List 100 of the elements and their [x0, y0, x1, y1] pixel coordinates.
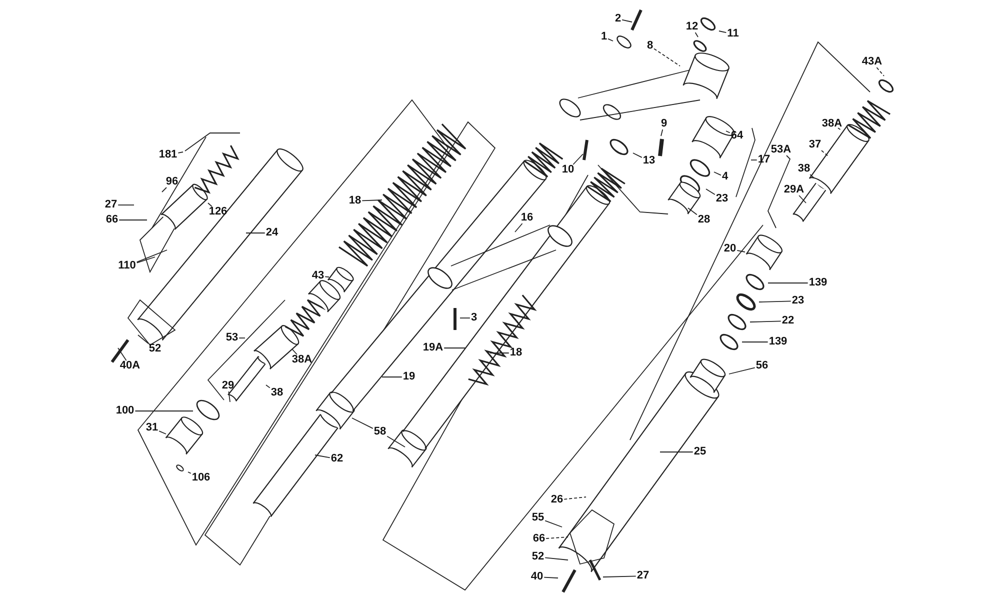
- callout-number: 29: [220, 380, 236, 392]
- leader-line: [544, 576, 558, 578]
- callout-number: 58: [372, 426, 388, 438]
- callout-number: 27: [636, 570, 650, 582]
- callout-number: 126: [208, 206, 228, 218]
- leader-line: [768, 282, 808, 284]
- leader-line: [546, 536, 568, 539]
- callout-number: 19: [402, 372, 416, 382]
- callout-number: 56: [754, 360, 770, 372]
- callout-number: 52: [148, 344, 162, 354]
- leader-line: [490, 352, 510, 354]
- callout-number: 38A: [290, 354, 314, 366]
- leader-line: [750, 320, 782, 322]
- leader-line: [386, 436, 406, 448]
- leader-line: [736, 250, 746, 252]
- leader-line: [714, 172, 722, 176]
- callout-number: 100: [114, 406, 136, 416]
- leader-line: [564, 496, 586, 500]
- callout-number: 1: [600, 32, 608, 42]
- leader-line: [292, 348, 298, 355]
- leader-line: [660, 129, 664, 136]
- callout-number: 4: [720, 172, 730, 182]
- leader-line: [726, 130, 730, 134]
- callout-number: 37: [808, 140, 822, 150]
- callout-number: 53: [224, 332, 240, 344]
- leader-line: [602, 576, 636, 578]
- callout-number: 19A: [422, 342, 444, 354]
- leader-line: [728, 367, 756, 374]
- callout-number: 40A: [118, 360, 142, 372]
- callout-number: 18: [508, 348, 524, 358]
- callout-number: 23: [790, 296, 806, 306]
- leader-line: [118, 204, 134, 206]
- leader-line: [136, 256, 156, 264]
- callout-number: 38A: [820, 118, 844, 130]
- callout-number: 181: [158, 150, 178, 160]
- leader-line: [314, 454, 330, 458]
- leader-line: [188, 472, 192, 474]
- callout-number: 28: [696, 214, 712, 226]
- leader-line: [654, 48, 680, 66]
- callout-number: 66: [104, 214, 120, 226]
- leader-line: [622, 19, 632, 22]
- leader-line: [246, 232, 266, 234]
- leader-line: [544, 520, 562, 528]
- leader-line: [178, 152, 184, 154]
- callout-number: 9: [660, 118, 668, 130]
- callout-number: 62: [330, 454, 344, 464]
- leader-line: [758, 300, 792, 302]
- callout-number: 25: [692, 446, 708, 458]
- callout-number: 106: [190, 472, 212, 484]
- callout-number: 3: [470, 312, 478, 324]
- leader-line: [694, 32, 698, 38]
- callout-number: 12: [684, 22, 700, 32]
- leader-line: [608, 38, 614, 42]
- leader-line: [266, 384, 270, 388]
- callout-number: 66: [532, 534, 546, 544]
- callout-number: 31: [144, 422, 160, 434]
- leader-line: [514, 223, 523, 232]
- callout-number: 23: [714, 194, 730, 204]
- callout-number: 96: [164, 176, 180, 188]
- leader-line: [324, 276, 330, 278]
- callout-number: 38: [270, 388, 284, 398]
- leader-line: [632, 152, 642, 158]
- leader-line: [572, 154, 584, 165]
- leader-line: [362, 200, 382, 202]
- callout-number: 10: [560, 164, 576, 176]
- callout-number: 16: [520, 212, 534, 224]
- callout-number: 27: [104, 200, 118, 210]
- callout-number: 43A: [860, 56, 884, 68]
- callout-number: 110: [117, 260, 137, 272]
- callout-number: 24: [264, 228, 280, 238]
- leader-line: [134, 410, 194, 412]
- leader-line: [821, 150, 828, 156]
- callout-number: 20: [722, 244, 738, 254]
- callout-number: 2: [614, 14, 622, 24]
- callout-number: 22: [780, 316, 796, 326]
- callout-number: 18: [348, 196, 362, 206]
- leader-line: [838, 128, 841, 130]
- callout-number: 29A: [782, 184, 806, 196]
- leader-line: [718, 30, 727, 33]
- callout-number: 26: [550, 494, 564, 506]
- leader-line: [810, 174, 814, 178]
- callout-number: 11: [726, 28, 740, 40]
- callout-number: 40: [530, 572, 544, 582]
- leader-line: [544, 557, 568, 560]
- callout-number: 13: [642, 156, 656, 166]
- leader-line: [706, 188, 716, 195]
- callout-number: 55: [530, 512, 546, 524]
- leader-line: [208, 202, 212, 207]
- leader-line: [118, 348, 127, 361]
- leader-line: [798, 195, 806, 204]
- leader-line: [876, 67, 884, 76]
- leader-line: [158, 430, 166, 434]
- leader-line: [136, 250, 168, 262]
- callout-number: 8: [646, 40, 654, 52]
- leader-line: [382, 376, 402, 378]
- leader-line: [768, 155, 791, 228]
- leader-line: [352, 418, 374, 429]
- callout-number: 38: [796, 164, 812, 174]
- leader-line: [138, 334, 149, 344]
- leader-line: [688, 208, 698, 216]
